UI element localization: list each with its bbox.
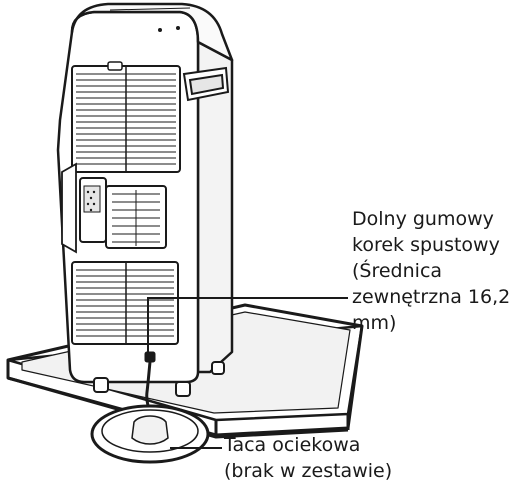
drain-plug-label-line-3: (Średnica <box>352 260 443 282</box>
lower-grille <box>71 261 179 345</box>
drain-plug-leader-line <box>147 297 348 352</box>
upper-grille <box>71 61 181 173</box>
drain-plug-label: Dolny gumowy korek spustowy (Średnica ze… <box>352 206 510 336</box>
drain-plug-label-line-5: mm) <box>352 312 397 334</box>
caster-wheels <box>93 361 225 397</box>
exhaust-panel <box>61 162 167 254</box>
drip-tray-label-line-2: (brak w zestawie) <box>224 460 393 482</box>
drip-tray-label: Taca ociekowa (brak w zestawie) <box>224 432 392 484</box>
drain-plug-label-line-1: Dolny gumowy <box>352 208 494 230</box>
side-handle <box>182 66 230 102</box>
drain-plug-label-line-2: korek spustowy <box>352 234 500 256</box>
drip-tray <box>90 404 210 464</box>
drip-tray-label-line-1: Taca ociekowa <box>224 434 361 456</box>
drain-plug-label-line-4: zewnętrzna 16,2 <box>352 286 511 308</box>
